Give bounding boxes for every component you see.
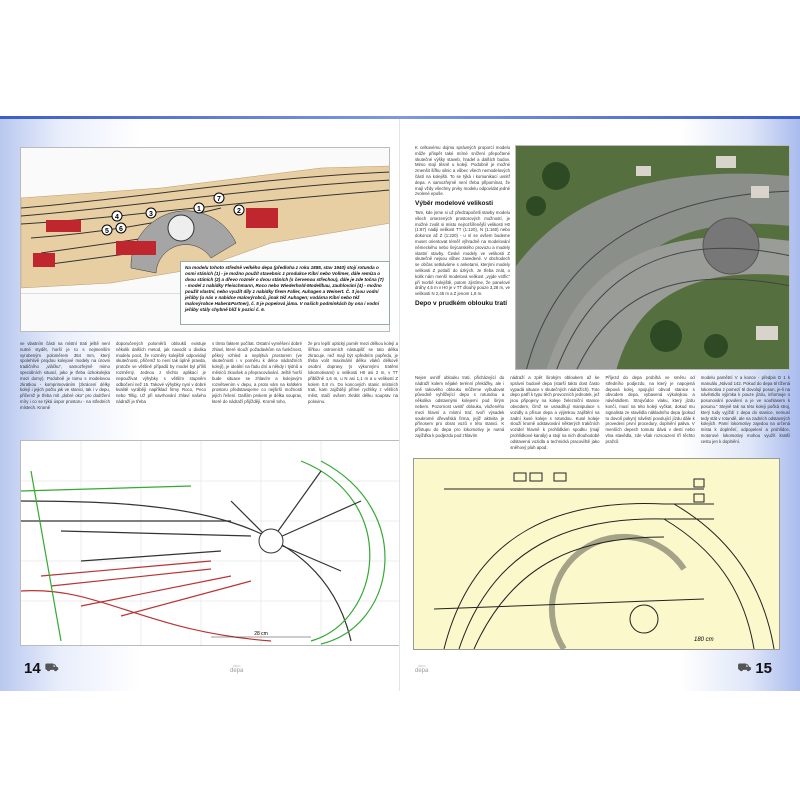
label-2: 2 xyxy=(237,208,241,215)
page-number: 15 xyxy=(755,660,772,677)
aerial-layout-photo xyxy=(515,145,790,370)
intro-text: K celkovému dojmu správných proporcí mod… xyxy=(415,145,510,197)
line-drawing-plan: 180 cm xyxy=(413,458,780,650)
text-column: nádraží a zpět širokým obloukem až ke sp… xyxy=(510,375,600,450)
label-3: 3 xyxy=(149,211,153,218)
page-number: 14 xyxy=(24,660,41,677)
running-head-label: depa xyxy=(415,668,429,674)
text-column: s tímto faktem počítat. Ostatní vyměšení… xyxy=(212,341,302,404)
magazine-spread: 1 2 3 4 5 6 7 Na modelu tohoto středně v… xyxy=(0,119,800,691)
text-column: doporučených poloměrů oblouků existuje n… xyxy=(116,341,206,404)
running-head-left: depo depa xyxy=(230,664,243,674)
locomotive-icon: ⛟ xyxy=(44,661,59,674)
label-7: 7 xyxy=(217,196,221,203)
section-text: Tam, kde jsme si už předzapočetli stavby… xyxy=(415,209,510,297)
label-6: 6 xyxy=(119,226,123,233)
page-number-left: 14 ⛟ xyxy=(24,660,59,677)
label-5: 5 xyxy=(105,228,109,235)
schematic-track-plan: 28 cm xyxy=(20,440,400,646)
left-text-columns: ve vlastním části na místní trati ještě … xyxy=(20,341,398,431)
top-rule xyxy=(0,116,800,119)
intro-column: K celkovému dojmu správných proporcí mod… xyxy=(415,145,510,380)
label-4: 4 xyxy=(115,214,119,221)
dimension-label: 180 cm xyxy=(694,637,714,643)
running-head-label: depa xyxy=(230,668,244,674)
running-head-small: depo xyxy=(417,664,426,668)
page-number-right: ⛟ 15 xyxy=(737,660,772,677)
dimension-label: 28 cm xyxy=(254,631,268,637)
text-column: Příjezd do depa probíhá ve směru od stře… xyxy=(605,375,695,444)
text-column: Nejen uvnitř oblouku trati, přicházející… xyxy=(415,375,505,438)
locomotive-icon: ⛟ xyxy=(737,661,752,674)
right-text-columns: Nejen uvnitř oblouku trati, přicházející… xyxy=(415,375,790,455)
text-column: modelu pamětní V a konce - předpis D 1 k… xyxy=(700,375,790,444)
text-column: že pro lepší optický poměr mezi délkou k… xyxy=(308,341,398,404)
text-column: ve vlastním části na místní trati ještě … xyxy=(20,341,110,410)
label-1: 1 xyxy=(197,206,201,213)
running-head-small: depo xyxy=(232,664,241,668)
section-heading: Depo v prudkém oblouku tratí xyxy=(415,299,508,307)
section-heading: Výběr modelové velikosti xyxy=(415,200,494,208)
right-page: K celkovému dojmu správných proporcí mod… xyxy=(400,119,800,691)
running-head-right: depo depa xyxy=(415,664,428,674)
left-page: 1 2 3 4 5 6 7 Na modelu tohoto středně v… xyxy=(0,119,400,691)
figure-caption: Na modelu tohoto středně velkého depa (p… xyxy=(180,261,390,325)
